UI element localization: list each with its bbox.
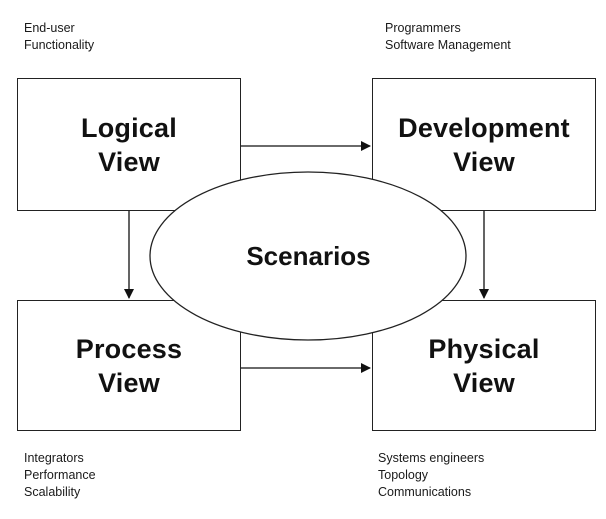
process-view-note: Integrators Performance Scalability: [24, 450, 96, 501]
physical-view-note: Systems engineers Topology Communication…: [378, 450, 484, 501]
physical-view-title: Physical View: [428, 332, 539, 400]
note-line: End-user: [24, 21, 75, 35]
logical-view-box: Logical View: [17, 78, 241, 211]
box-title-line: Development: [398, 112, 570, 143]
physical-view-box: Physical View: [372, 300, 596, 431]
note-line: Functionality: [24, 38, 95, 52]
note-line: Software Management: [385, 38, 511, 52]
note-line: Systems engineers: [378, 451, 485, 465]
development-view-title: Development View: [398, 111, 570, 179]
scenarios-label: Scenarios: [246, 240, 371, 271]
development-view-box: Development View: [372, 78, 596, 211]
box-title-line: Physical: [428, 333, 540, 364]
box-title-line: Logical: [81, 112, 177, 143]
box-title-line: View: [98, 367, 160, 398]
note-line: Scalability: [24, 485, 81, 499]
note-line: Communications: [378, 485, 472, 499]
note-line: Performance: [24, 468, 96, 482]
note-line: Programmers: [385, 21, 461, 35]
process-view-box: Process View: [17, 300, 241, 431]
logical-view-note: End-user Functionality: [24, 20, 94, 54]
note-line: Integrators: [24, 451, 84, 465]
box-title-line: Process: [75, 333, 183, 364]
box-title-line: View: [98, 146, 160, 177]
scenarios-ellipse: [149, 171, 467, 341]
note-line: Topology: [378, 468, 429, 482]
logical-view-title: Logical View: [81, 111, 177, 179]
box-title-line: View: [453, 146, 515, 177]
box-title-line: View: [453, 367, 515, 398]
development-view-note: Programmers Software Management: [385, 20, 511, 54]
process-view-title: Process View: [76, 332, 182, 400]
